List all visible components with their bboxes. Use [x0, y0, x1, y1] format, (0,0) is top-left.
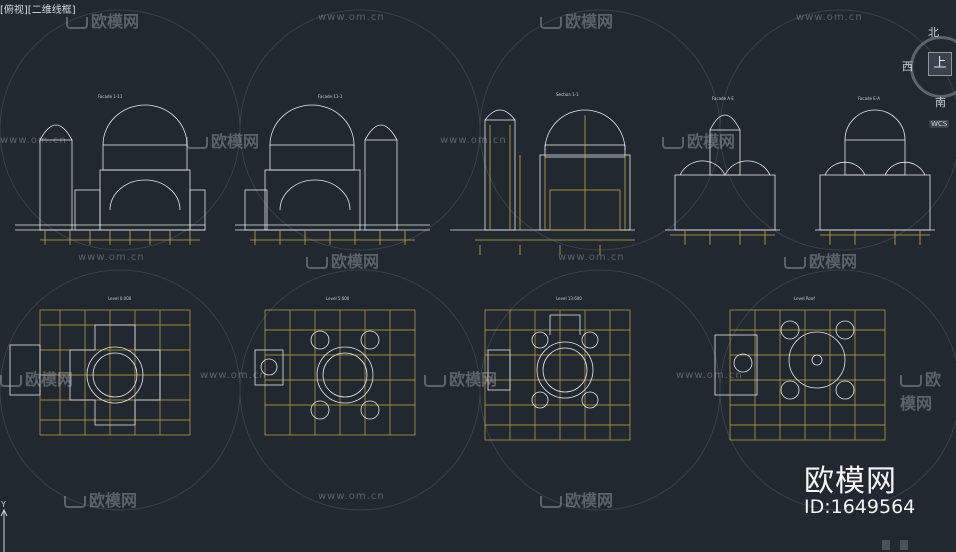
- sofa-icon: [306, 256, 328, 269]
- plan-level-3[interactable]: [484, 309, 631, 441]
- brand-logo-text: 欧模网: [804, 464, 897, 499]
- sofa-icon: [662, 136, 684, 149]
- ucs-icon: [0, 508, 8, 552]
- elevation-facade-4[interactable]: [815, 109, 935, 245]
- sheet-title: Level 13.600: [556, 296, 582, 301]
- ucs-y-label: Y: [1, 500, 6, 509]
- watermark-url: www.om.cn: [440, 135, 507, 146]
- sofa-icon: [900, 374, 922, 387]
- watermark-url: www.om.cn: [676, 370, 743, 381]
- sofa-icon: [186, 136, 208, 149]
- sofa-icon: [784, 256, 806, 269]
- watermark-brand: 欧模网: [900, 370, 942, 413]
- wcs-menu-button[interactable]: WCS: [929, 120, 950, 128]
- viewcube[interactable]: 北 西 南 上 WCS: [902, 20, 956, 130]
- watermark-brand: 欧模网: [306, 248, 379, 272]
- elevation-facade-1[interactable]: [15, 104, 206, 245]
- watermark-url: www.om.cn: [78, 252, 145, 263]
- watermark-url: www.om.cn: [796, 12, 863, 23]
- elevation-facade-2[interactable]: [235, 104, 430, 245]
- viewport-controls-label[interactable]: [俯视][二维线框]: [0, 5, 76, 16]
- sheet-title: Level Roof: [794, 296, 815, 301]
- sofa-icon: [540, 16, 562, 29]
- watermark-circles: [0, 9, 956, 511]
- watermark-brand: 欧模网: [540, 8, 613, 32]
- sofa-icon: [66, 16, 88, 29]
- sheet-title: Facade A-E: [712, 96, 734, 101]
- viewcube-compass-ring[interactable]: [910, 36, 956, 98]
- scroll-button[interactable]: [882, 540, 890, 550]
- sheet-title: Facade 11-1: [318, 94, 343, 99]
- sofa-icon: [64, 495, 86, 508]
- elevation-facade-3[interactable]: [665, 114, 780, 245]
- watermark-url: www.om.cn: [318, 12, 385, 23]
- viewcube-west[interactable]: 西: [902, 60, 913, 73]
- plan-level-2[interactable]: [254, 309, 416, 436]
- viewcube-top-face[interactable]: 上: [928, 52, 952, 76]
- sheet-title: Level 0.000: [108, 296, 132, 301]
- scroll-button[interactable]: [900, 540, 908, 550]
- watermark-brand: 欧模网: [186, 128, 259, 152]
- watermark-url: www.om.cn: [558, 252, 625, 263]
- sheet-title: Section 1-1: [556, 92, 579, 97]
- resource-id: ID:1649564: [804, 496, 916, 518]
- watermark-brand: 欧模网: [66, 8, 139, 32]
- section-1-1[interactable]: [450, 109, 635, 255]
- sheet-title: Facade 1-11: [98, 94, 123, 99]
- watermark-brand: 欧模网: [540, 487, 613, 511]
- viewcube-north[interactable]: 北: [928, 26, 939, 39]
- sheet-title: Level 5.600: [326, 296, 350, 301]
- watermark-url: www.om.cn: [0, 135, 67, 146]
- watermark-brand: 欧模网: [784, 248, 857, 272]
- sofa-icon: [424, 374, 446, 387]
- plan-level-4[interactable]: [714, 309, 886, 441]
- watermark-brand: 欧模网: [662, 128, 735, 152]
- watermark-url: www.om.cn: [318, 491, 385, 502]
- watermark-url: www.om.cn: [200, 370, 267, 381]
- watermark-brand: 欧模网: [424, 366, 497, 390]
- sheet-title: Facade E-A: [858, 96, 880, 101]
- plan-level-1[interactable]: [9, 309, 191, 436]
- watermark-brand: 欧模网: [64, 487, 137, 511]
- sofa-icon: [0, 374, 22, 387]
- viewcube-south[interactable]: 南: [935, 96, 946, 109]
- watermark-brand: 欧模网: [0, 366, 73, 390]
- sofa-icon: [540, 495, 562, 508]
